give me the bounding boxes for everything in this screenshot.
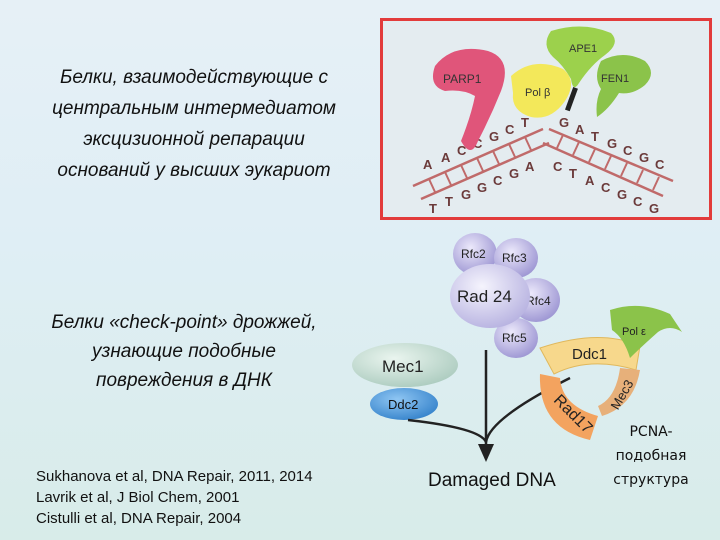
ddc2-label: Ddc2 (388, 397, 418, 412)
reference-item: Lavrik et al, J Biol Chem, 2001 (36, 489, 240, 506)
mec1-protein (352, 343, 458, 387)
dna-base: A (525, 159, 535, 174)
rad24-subunit (450, 264, 530, 328)
dna-base: C (457, 143, 467, 158)
heading-ber-proteins: Белки, взаимодействующие с центральным и… (24, 62, 364, 186)
reference-item: Cistulli et al, DNA Repair, 2004 (36, 510, 242, 527)
references: Sukhanova et al, DNA Repair, 2011, 2014 … (36, 466, 313, 529)
ape1-label: APE1 (569, 43, 597, 55)
rfc2-label: Rfc2 (461, 247, 486, 261)
heading-line: центральным интермедиатом (52, 98, 336, 119)
pol-beta-label: Pol β (525, 87, 550, 99)
dna-base: A (575, 122, 585, 137)
dna-base: G (639, 150, 649, 165)
mec3-subunit (598, 368, 640, 416)
dna-base: C (623, 143, 633, 158)
rfc5-subunit (494, 318, 538, 358)
parp1-label: PARP1 (443, 72, 482, 86)
dna-base: A (441, 150, 451, 165)
heading-line: Белки, взаимодействующие с (59, 67, 329, 88)
fen1-label: FEN1 (601, 73, 629, 85)
arrow-mec1 (407, 418, 488, 443)
rfc3-label: Rfc3 (502, 251, 527, 265)
dna-base: G (649, 201, 659, 216)
heading-line: Белки «check-point» дрожжей, (51, 312, 317, 333)
dna-base: A (423, 157, 433, 172)
heading-line: повреждения в ДНК (96, 370, 272, 391)
damaged-dna-label: Damaged DNA (428, 470, 556, 491)
dna-base: G (489, 129, 499, 144)
dna-strand (420, 141, 550, 201)
dna-base: C (505, 122, 515, 137)
arrow-head-icon (478, 444, 494, 462)
dna-base: T (591, 129, 599, 144)
dna-base: G (477, 180, 487, 195)
pcna-label-line: PCNA- (629, 424, 673, 440)
checkpoint-diagram: Rfc2 Rfc3 Rfc4 Rfc5 Rad 24 Mec1 Ddc2 Dam… (352, 233, 682, 491)
dna-base: G (607, 136, 617, 151)
ber-diagram: A A C C G C T T T G G C G A G A T (412, 26, 674, 216)
heading-line: узнающие подобные (91, 341, 276, 362)
dna-base: G (461, 187, 471, 202)
rfc4-label: Rfc4 (526, 294, 551, 308)
dna-base: G (559, 115, 569, 130)
dna-base: G (509, 166, 519, 181)
dna-base: C (553, 159, 563, 174)
dna-base: C (601, 180, 611, 195)
rfc5-label: Rfc5 (502, 331, 527, 345)
dna-base: T (569, 166, 577, 181)
heading-line: эксцизионной репарации (83, 129, 305, 150)
pcna-label-line: подобная (615, 448, 687, 464)
dna-base: A (585, 173, 595, 188)
pcna-label-line: структура (613, 472, 689, 488)
dna-base: T (521, 115, 529, 130)
dna-duplex: A A C C G C T T T G G C G A G A T (412, 115, 674, 216)
dna-strand (548, 127, 674, 183)
ape1-protein (546, 26, 615, 88)
dna-base: C (633, 194, 643, 209)
pol-epsilon-label: Pol ε (622, 326, 646, 338)
parp1-protein (432, 48, 505, 150)
dna-strand (542, 141, 664, 198)
rad24-label: Rad 24 (457, 287, 512, 306)
dna-base: C (493, 173, 503, 188)
rad17-subunit (539, 374, 598, 440)
pol-beta-protein (511, 63, 572, 118)
heading-checkpoint-proteins: Белки «check-point» дрожжей, узнающие по… (24, 308, 344, 395)
heading-line: оснований у высших эукариот (57, 160, 331, 181)
ddc1-label: Ddc1 (572, 346, 607, 363)
dna-base: T (429, 201, 437, 216)
dna-strand (412, 127, 544, 188)
pol-epsilon-protein (610, 305, 682, 358)
pcna-label: PCNA- подобная структура (606, 420, 696, 492)
ddc2-protein (370, 388, 438, 420)
fen1-protein (596, 55, 651, 117)
dna-gap-marker (565, 87, 578, 112)
ber-diagram-frame: A A C C G C T T T G G C G A G A T (380, 18, 712, 220)
dna-base: T (445, 194, 453, 209)
dna-base: C (473, 136, 483, 151)
reference-item: Sukhanova et al, DNA Repair, 2011, 2014 (36, 468, 313, 485)
dna-base: C (655, 157, 665, 172)
dna-base: G (617, 187, 627, 202)
mec1-label: Mec1 (382, 357, 424, 376)
ddc1-subunit (539, 336, 641, 375)
